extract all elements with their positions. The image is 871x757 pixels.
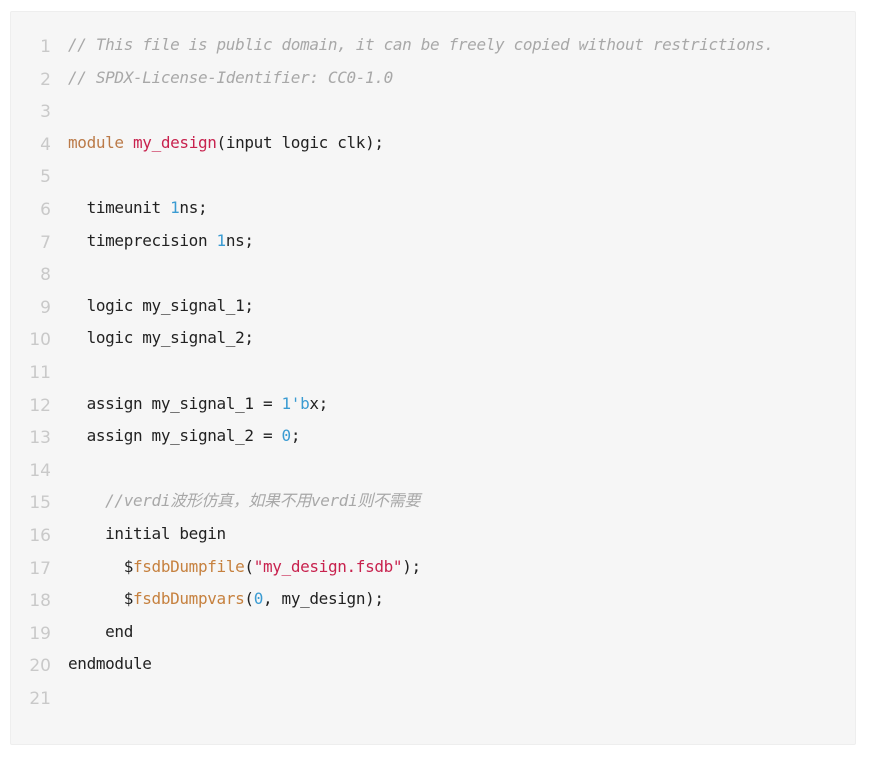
- line-number: 14: [29, 460, 51, 481]
- code-token: ;: [290, 426, 301, 446]
- code-text: end: [68, 621, 133, 643]
- line-number: 21: [29, 688, 51, 709]
- code-text: module my_design(input logic clk);: [68, 132, 384, 154]
- code-line: 15 //verdi波形仿真，如果不用verdi则不需要: [11, 485, 855, 518]
- code-line: 14: [11, 453, 855, 486]
- code-line: 5: [11, 159, 855, 192]
- code-line: 7 timeprecision 1ns;: [11, 225, 855, 258]
- code-token: x;: [309, 393, 328, 413]
- code-line: 21: [11, 681, 855, 714]
- code-line: 19 end: [11, 616, 855, 649]
- code-token: (: [244, 556, 254, 576]
- code-token: , my_design);: [262, 589, 384, 609]
- code-token: $: [68, 589, 134, 609]
- code-line: 6 timeunit 1ns;: [11, 192, 855, 225]
- line-number: 12: [29, 395, 51, 416]
- line-number: 9: [40, 297, 51, 318]
- code-token: );: [402, 556, 421, 576]
- code-token: fsdbDumpfile: [132, 556, 245, 576]
- code-token: $: [68, 556, 134, 576]
- code-line: 2 // SPDX-License-Identifier: CC0-1.0: [11, 62, 855, 95]
- code-text: // This file is public domain, it can be…: [68, 34, 774, 56]
- code-text: //verdi波形仿真，如果不用verdi则不需要: [68, 490, 420, 512]
- code-line: 11: [11, 355, 855, 388]
- line-number: 3: [40, 102, 51, 123]
- code-text: assign my_signal_2 = 0;: [68, 425, 301, 447]
- line-number: 10: [29, 330, 51, 351]
- code-line: 18 $fsdbDumpvars(0, my_design);: [11, 583, 855, 616]
- line-number: 11: [29, 362, 51, 383]
- code-line: 20 endmodule: [11, 648, 855, 681]
- code-token: logic my_signal_2;: [68, 328, 254, 348]
- code-token: "my_design.fsdb": [253, 556, 403, 576]
- code-token: //verdi波形仿真，如果不用verdi则不需要: [68, 491, 420, 511]
- code-token: 0: [281, 426, 292, 446]
- line-number: 4: [40, 134, 51, 155]
- code-text: $fsdbDumpvars(0, my_design);: [68, 588, 384, 610]
- line-number: 5: [40, 167, 51, 188]
- code-token: fsdbDumpvars: [132, 589, 245, 609]
- code-text: assign my_signal_1 = 1'bx;: [68, 393, 329, 415]
- code-token: assign my_signal_1 =: [68, 393, 282, 413]
- line-number: 8: [40, 265, 51, 286]
- code-text: timeunit 1ns;: [68, 197, 208, 219]
- line-number: 17: [29, 558, 51, 579]
- line-number: 7: [40, 232, 51, 253]
- code-token: module: [68, 132, 124, 152]
- line-number: 16: [29, 525, 51, 546]
- code-text: endmodule: [68, 653, 152, 675]
- code-token: (input logic clk);: [216, 132, 384, 152]
- line-number: 6: [40, 199, 51, 220]
- line-number: 19: [29, 623, 51, 644]
- code-line: 10 logic my_signal_2;: [11, 322, 855, 355]
- line-number: 18: [29, 591, 51, 612]
- line-number: 20: [29, 656, 51, 677]
- code-token: timeprecision: [68, 230, 217, 250]
- code-token: my_design: [133, 132, 217, 152]
- code-token: ns;: [179, 197, 208, 217]
- code-token: 0: [253, 589, 264, 609]
- code-line: 4 module my_design(input logic clk);: [11, 127, 855, 160]
- code-line: 12 assign my_signal_1 = 1'bx;: [11, 388, 855, 421]
- code-token: logic my_signal_1;: [68, 295, 254, 315]
- code-line: 8: [11, 257, 855, 290]
- code-line: 13 assign my_signal_2 = 0;: [11, 420, 855, 453]
- code-token: (: [244, 589, 254, 609]
- code-line: 9 logic my_signal_1;: [11, 290, 855, 323]
- code-token: // SPDX-License-Identifier: CC0-1.0: [68, 67, 393, 87]
- code-token: end: [68, 621, 133, 641]
- code-line: 16 initial begin: [11, 518, 855, 551]
- code-text: logic my_signal_1;: [68, 295, 254, 317]
- code-text: timeprecision 1ns;: [68, 230, 254, 252]
- code-text: initial begin: [68, 523, 226, 545]
- code-token: timeunit: [68, 197, 171, 217]
- code-token: [124, 133, 133, 152]
- line-number: 13: [29, 428, 51, 449]
- code-token: 1: [216, 230, 227, 250]
- code-line: 17 $fsdbDumpfile("my_design.fsdb");: [11, 551, 855, 584]
- code-token: 1'b: [281, 393, 310, 413]
- line-number: 15: [29, 493, 51, 514]
- line-number: 2: [40, 69, 51, 90]
- code-text: $fsdbDumpfile("my_design.fsdb");: [68, 556, 421, 578]
- code-token: endmodule: [68, 654, 152, 674]
- code-text: // SPDX-License-Identifier: CC0-1.0: [68, 67, 393, 89]
- code-lines: 1 // This file is public domain, it can b…: [11, 29, 855, 713]
- code-text: logic my_signal_2;: [68, 327, 254, 349]
- code-block: 1 // This file is public domain, it can b…: [10, 11, 856, 745]
- code-token: initial begin: [68, 523, 226, 543]
- code-token: // This file is public domain, it can be…: [68, 35, 774, 54]
- code-line: 3: [11, 94, 855, 127]
- code-line: 1 // This file is public domain, it can b…: [11, 29, 855, 62]
- code-token: assign my_signal_2 =: [68, 426, 282, 446]
- code-token: ns;: [225, 230, 254, 250]
- code-token: 1: [170, 197, 180, 217]
- line-number: 1: [40, 37, 51, 57]
